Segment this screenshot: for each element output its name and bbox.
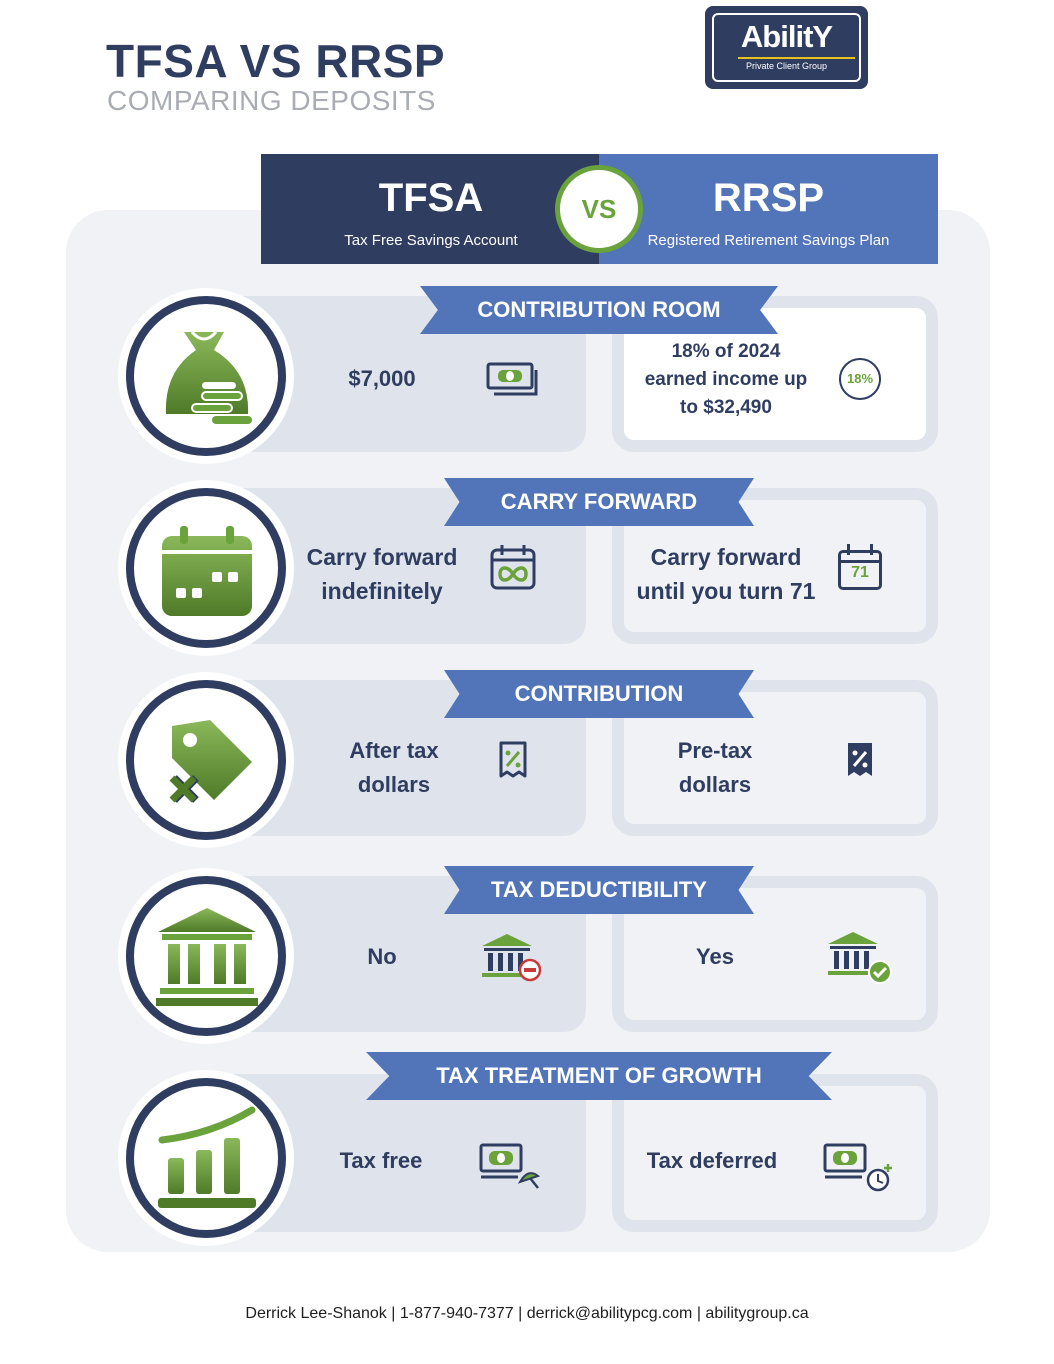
- tfsa-value-line-2: indefinitely: [321, 578, 443, 604]
- cash-icon: [486, 362, 538, 396]
- row-tax-treatment-of-growth: TAX TREATMENT OF GROWTH Tax free Tax def…: [0, 1052, 1054, 1246]
- calendar-icon: [162, 526, 252, 616]
- receipt-percent-outline-icon: [499, 741, 527, 778]
- logo-tagline: Private Client Group: [745, 61, 828, 71]
- rrsp-value: Tax deferred: [646, 1148, 778, 1173]
- tfsa-value-line-2: dollars: [357, 772, 431, 797]
- rrsp-value-line-1: Pre-tax: [677, 738, 753, 763]
- logo-wordmark: AbilitY: [740, 19, 833, 54]
- rrsp-header: RRSP Registered Retirement Savings Plan: [599, 154, 938, 264]
- tfsa-value: $7,000: [348, 366, 416, 391]
- section-heading: CONTRIBUTION ROOM: [420, 286, 778, 334]
- cash-clock-icon: [823, 1143, 892, 1192]
- rrsp-value-line-2: dollars: [678, 772, 752, 797]
- tfsa-description: Tax Free Savings Account: [344, 232, 518, 249]
- money-bag-icon: [165, 330, 252, 424]
- rrsp-value-line-1: 18% of 2024: [671, 341, 781, 362]
- section-heading: CONTRIBUTION: [444, 670, 754, 718]
- tfsa-value: Tax free: [339, 1148, 423, 1173]
- contact-footer: Derrick Lee-Shanok | 1-877-940-7377 | de…: [245, 1305, 809, 1322]
- rrsp-cell: [612, 1074, 938, 1232]
- logo-frame: [712, 13, 861, 82]
- price-tag-icon: [169, 720, 252, 803]
- vs-badge: VS: [555, 165, 643, 253]
- rrsp-value-line-3: to $32,490: [680, 397, 772, 418]
- page-subtitle: COMPARING DEPOSITS: [107, 85, 436, 116]
- rrsp-value: Pre-tax dollars: [640, 734, 790, 802]
- icon-circle: [118, 1070, 294, 1246]
- percent-badge-icon: 18%: [839, 358, 881, 400]
- rrsp-value-line-2: until you turn 71: [636, 578, 816, 604]
- row-tax-deductibility: TAX DEDUCTIBILITY No Yes: [0, 866, 1054, 1044]
- rrsp-title: RRSP: [712, 176, 825, 220]
- icon-circle: [118, 672, 294, 848]
- tfsa-value-line-1: Carry forward: [306, 544, 458, 570]
- tfsa-value: Carry forward indefinitely: [296, 540, 468, 608]
- growth-chart-icon: [158, 1106, 256, 1208]
- row-contribution: CONTRIBUTION After tax dollars Pre-tax d…: [0, 670, 1054, 848]
- ability-logo[interactable]: AbilitY Private Client Group: [705, 6, 868, 89]
- row-carry-forward: CARRY FORWARD Carry forward indefinitely: [0, 478, 1054, 656]
- cash-umbrella-icon: [479, 1143, 541, 1189]
- bank-check-icon: [828, 932, 892, 984]
- rrsp-value: Yes: [696, 944, 734, 969]
- icon-circle: [118, 868, 294, 1044]
- calendar-71-icon: 71: [838, 544, 882, 590]
- logo-underline: [738, 57, 855, 59]
- section-heading: TAX TREATMENT OF GROWTH: [366, 1052, 832, 1100]
- tfsa-title: TFSA: [378, 176, 484, 220]
- infinity-calendar-icon: [490, 545, 536, 590]
- receipt-percent-filled-icon: [848, 743, 872, 776]
- rrsp-value-line-1: Carry forward: [650, 544, 802, 570]
- rrsp-value: Carry forward until you turn 71: [626, 540, 826, 608]
- bank-minus-icon: [482, 934, 542, 982]
- section-heading: TAX DEDUCTIBILITY: [444, 866, 754, 914]
- rrsp-description: Registered Retirement Savings Plan: [647, 232, 890, 249]
- section-heading: CARRY FORWARD: [444, 478, 754, 526]
- tfsa-header: TFSA Tax Free Savings Account: [261, 154, 601, 264]
- row-contribution-room: CONTRIBUTION ROOM $7,000 18% of 2024 ear…: [0, 286, 1054, 464]
- tfsa-value: No: [367, 944, 397, 969]
- tfsa-value-line-1: After tax: [349, 738, 439, 763]
- rrsp-value-line-2: earned income up: [644, 369, 808, 390]
- tfsa-value: After tax dollars: [316, 734, 472, 802]
- rrsp-cell: [612, 296, 938, 452]
- rrsp-value: 18% of 2024 earned income up to $32,490: [630, 338, 822, 422]
- icon-circle: [118, 480, 294, 656]
- icon-circle: [118, 288, 294, 464]
- page-title: TFSA VS RRSP: [106, 35, 446, 87]
- bank-icon: [156, 908, 258, 1006]
